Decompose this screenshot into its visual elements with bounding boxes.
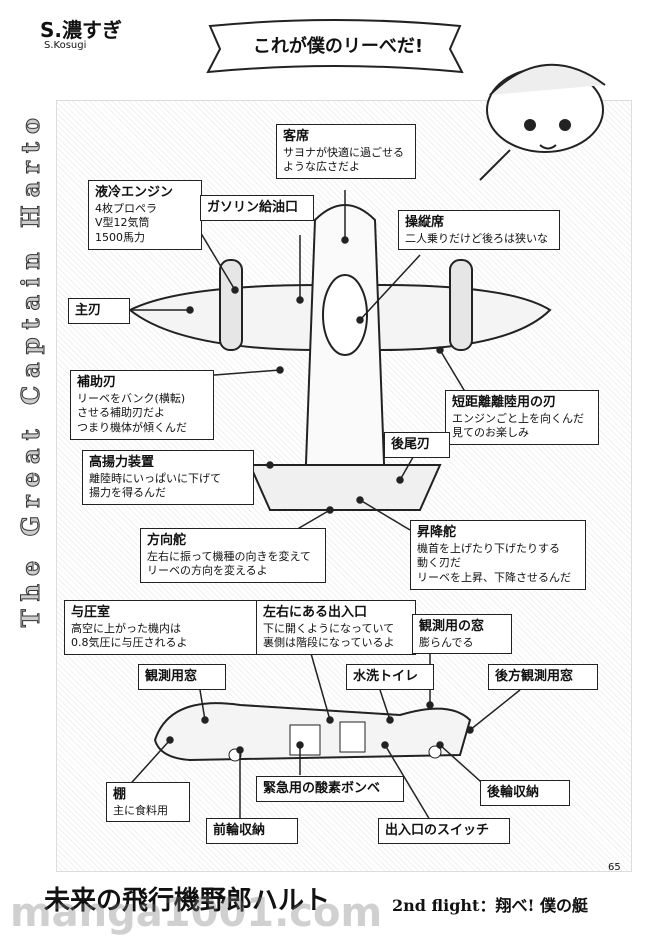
label-door-body: 下に開くようになっていて 裏側は階段になっているよ	[263, 621, 395, 650]
label-rudder-body: 左右に振って機種の向きを変えて リーベの方向を変えるよ	[147, 549, 311, 578]
label-toilet: 水洗トイレ	[346, 664, 434, 690]
label-elevator: 昇降舵 機首を上げたり下げたりする 動く刃だ リーベを上昇、下降させるんだ	[410, 520, 586, 591]
label-stol-blade-body: エンジンごと上を向くんだ 見てのお楽しみ	[452, 411, 584, 440]
label-door-heading: 左右にある出入口	[263, 605, 368, 620]
label-main-blade-heading: 主刃	[75, 303, 102, 318]
author-romaji: S.Kosugi	[44, 40, 87, 51]
label-stol-blade-heading: 短距離離陸用の刃	[452, 395, 557, 410]
banner-title: これが僕のリーべだ!	[252, 36, 424, 57]
label-window-obs: 観測用の窓 膨らんでる	[412, 614, 512, 655]
label-pressure-cabin: 与圧室 高空に上がった機内は 0.8気圧に与圧されるよ	[64, 600, 258, 656]
label-shelf-body: 主に食料用	[113, 803, 168, 817]
series-title: 未来の飛行機野郎ハルト	[44, 886, 331, 916]
label-cabin: 客席 サヨナが快適に過ごせる ような広さだよ	[276, 124, 416, 180]
label-tailwheel: 後輪収納	[480, 780, 570, 806]
label-rudder: 方向舵 左右に振って機種の向きを変えて リーベの方向を変えるよ	[140, 528, 326, 584]
label-rear-window: 後方観測用窓	[488, 664, 598, 690]
label-switch-heading: 出入口のスイッチ	[385, 823, 490, 838]
label-oxygen-heading: 緊急用の酸素ボンベ	[263, 781, 381, 796]
label-toilet-heading: 水洗トイレ	[353, 669, 419, 684]
label-fuel: ガソリン給油口	[200, 195, 314, 221]
label-obs-window-heading: 観測用窓	[145, 669, 198, 684]
label-window-obs-body: 膨らんでる	[419, 635, 474, 649]
label-door: 左右にある出入口 下に開くようになっていて 裏側は階段になっているよ	[256, 600, 416, 656]
label-cabin-heading: 客席	[283, 129, 310, 144]
character-illustration	[479, 63, 606, 181]
label-cockpit-heading: 操縦席	[405, 215, 445, 230]
label-flap-body: 離陸時にいっぱいに下げて 揚力を得るんだ	[89, 471, 221, 500]
label-aileron-heading: 補助刃	[77, 375, 117, 390]
label-aileron-body: リーベをバンク(横転) させる補助刃だよ つまり機体が傾くんだ	[77, 391, 187, 435]
label-shelf: 棚 主に食料用	[106, 782, 190, 823]
label-rear-blade: 後尾刃	[384, 432, 450, 458]
label-oxygen: 緊急用の酸素ボンベ	[256, 776, 404, 802]
label-cockpit-body: 二人乗りだけど後ろは狭いな	[405, 231, 548, 245]
label-elevator-body: 機首を上げたり下げたりする 動く刃だ リーベを上昇、下降させるんだ	[417, 541, 571, 585]
label-rear-window-heading: 後方観測用窓	[495, 669, 574, 684]
label-frontwheel-heading: 前輪収納	[213, 823, 266, 838]
label-cabin-body: サヨナが快適に過ごせる ような広さだよ	[283, 145, 404, 174]
author-name: S.濃すぎ	[40, 18, 123, 42]
label-flap-heading: 高揚力装置	[89, 455, 155, 470]
label-cockpit: 操縦席 二人乗りだけど後ろは狭いな	[398, 210, 560, 251]
label-elevator-heading: 昇降舵	[417, 525, 457, 540]
title-banner	[206, 19, 464, 74]
label-frontwheel: 前輪収納	[206, 818, 298, 844]
label-pressure-heading: 与圧室	[71, 605, 111, 620]
label-switch: 出入口のスイッチ	[378, 818, 510, 844]
label-shelf-heading: 棚	[113, 787, 127, 802]
page-number: 65	[608, 862, 621, 873]
label-engine-heading: 液冷エンジン	[95, 185, 174, 200]
chapter-subtitle: 2nd flight：翔べ! 僕の艇	[392, 896, 589, 915]
label-rear-blade-heading: 後尾刃	[391, 437, 431, 452]
label-window-obs-heading: 観測用の窓	[419, 619, 485, 634]
label-flap: 高揚力装置 離陸時にいっぱいに下げて 揚力を得るんだ	[82, 450, 254, 506]
label-engine-body: 4枚プロペラ V型12気筒 1500馬力	[95, 201, 157, 245]
label-stol-blade: 短距離離陸用の刃 エンジンごと上を向くんだ 見てのお楽しみ	[445, 390, 599, 446]
label-tailwheel-heading: 後輪収納	[487, 785, 540, 800]
label-aileron: 補助刃 リーベをバンク(横転) させる補助刃だよ つまり機体が傾くんだ	[70, 370, 214, 441]
label-fuel-heading: ガソリン給油口	[207, 200, 299, 215]
label-main-blade: 主刃	[68, 298, 130, 324]
label-rudder-heading: 方向舵	[147, 533, 187, 548]
watermark: manga1001.com	[10, 890, 383, 936]
label-obs-window: 観測用窓	[138, 664, 226, 690]
label-pressure-body: 高空に上がった機内は 0.8気圧に与圧されるよ	[71, 621, 188, 650]
aircraft-top-view	[128, 204, 552, 511]
label-engine: 液冷エンジン 4枚プロペラ V型12気筒 1500馬力	[88, 180, 202, 251]
